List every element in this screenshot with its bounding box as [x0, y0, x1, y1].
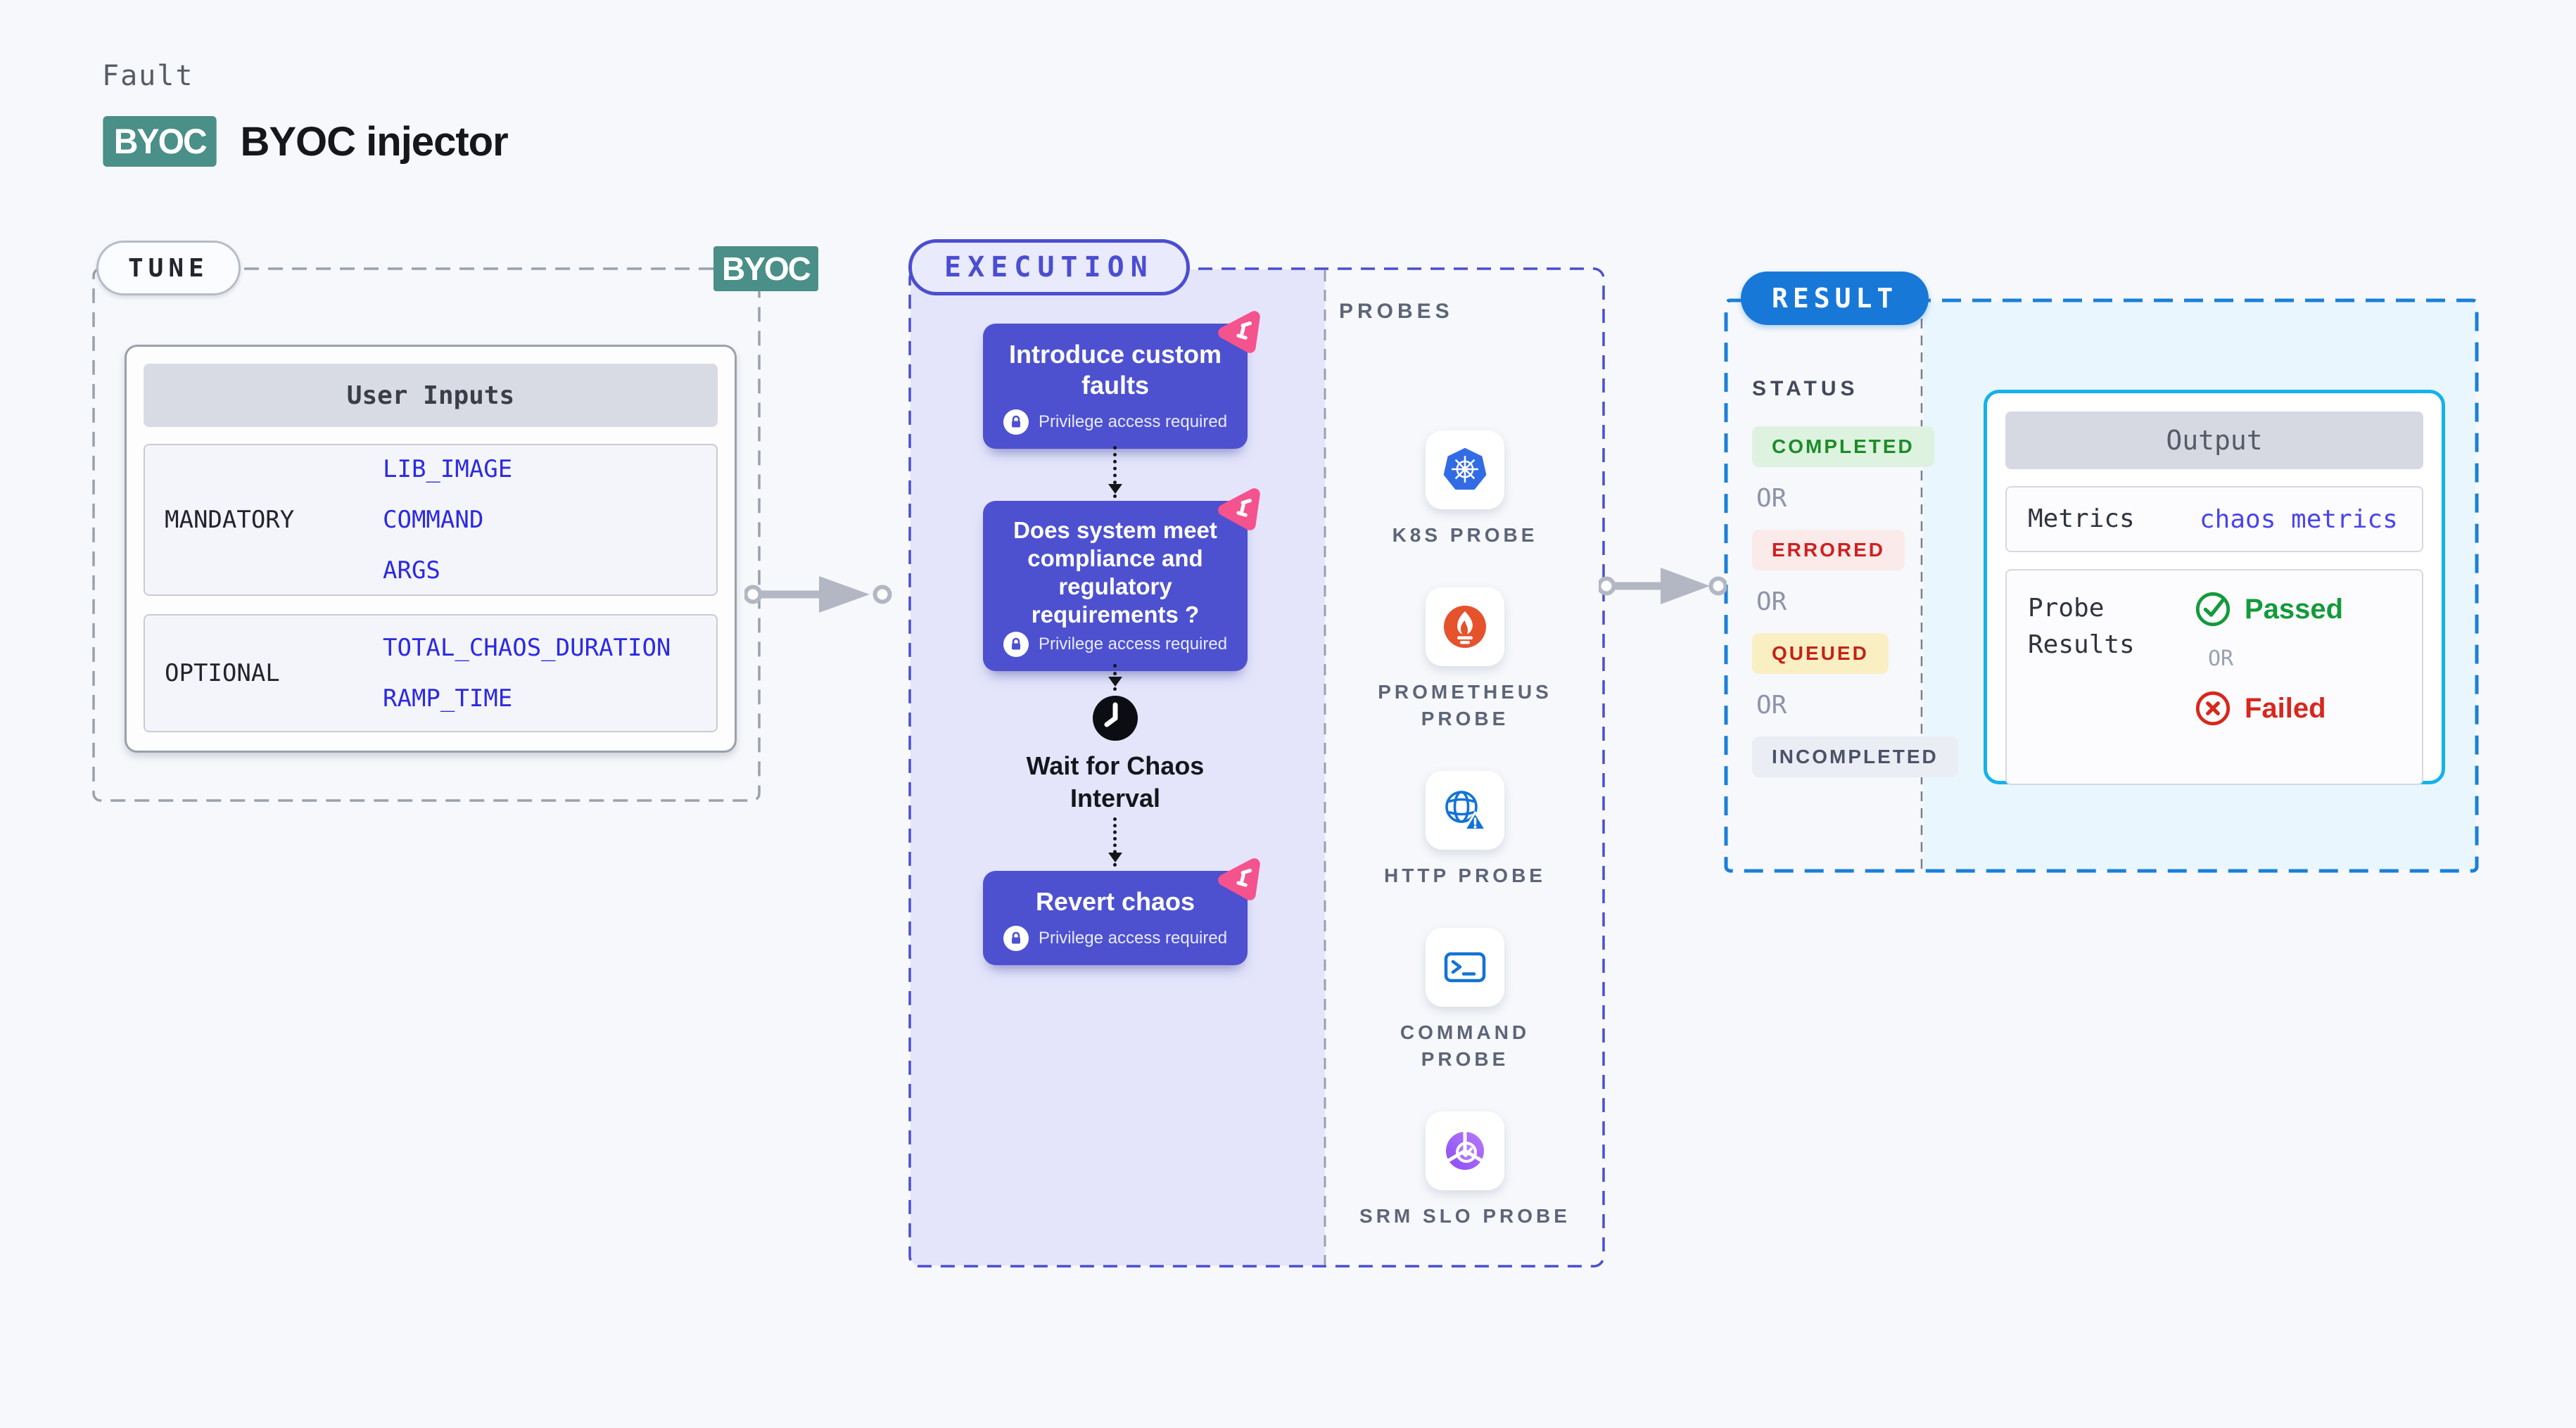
status-column: STATUS COMPLETED OR ERRORED OR QUEUED OR… [1752, 377, 1958, 794]
input-value: ARGS [383, 556, 440, 585]
privilege-row: Privilege access required [1001, 409, 1229, 435]
tune-byoc-badge: BYOC [713, 246, 818, 291]
flow-connector-arrow [1108, 664, 1122, 691]
tune-pill: TUNE [96, 241, 241, 295]
step-introduce-faults: Introduce custom faults Privilege access… [983, 311, 1260, 449]
metrics-row: Metrics chaos metrics [2005, 486, 2423, 552]
lock-icon [1003, 409, 1029, 435]
output-header: Output [2005, 412, 2423, 469]
privilege-note: Privilege access required [1038, 929, 1228, 948]
or-label: OR [2208, 646, 2234, 671]
input-value: LIB_IMAGE [383, 455, 513, 483]
step-revert-chaos: Revert chaos Privilege access required [983, 858, 1260, 965]
user-inputs-header: User Inputs [144, 364, 718, 427]
passed-row: Passed [2194, 590, 2343, 628]
probe-card [1425, 771, 1504, 850]
status-badge-incompleted: INCOMPLETED [1752, 737, 1958, 777]
probe-prometheus: PROMETHEUS PROBE [1359, 587, 1571, 732]
chaos-fault-icon [1218, 311, 1260, 353]
execution-to-result-arrow [1599, 568, 1727, 604]
probe-name: K8S PROBE [1392, 524, 1538, 546]
probe-http: HTTP PROBE [1384, 771, 1546, 889]
wait-step-label: Wait for Chaos Interval [1026, 751, 1205, 812]
chaos-fault-icon [1218, 488, 1260, 530]
user-inputs-card: User Inputs MANDATORY LIB_IMAGE COMMAND … [125, 345, 737, 753]
x-circle-icon [2195, 691, 2231, 726]
kubernetes-icon [1443, 447, 1487, 490]
input-value: TOTAL_CHAOS_DURATION [383, 634, 671, 662]
srm-slo-icon [1445, 1131, 1484, 1170]
flow-connector-arrow [1108, 817, 1122, 867]
mandatory-row: MANDATORY LIB_IMAGE COMMAND ARGS [144, 444, 718, 596]
privilege-note: Privilege access required [1038, 412, 1228, 431]
status-label: STATUS [1752, 377, 1859, 400]
execution-section: EXECUTION Introduce custom faults Privil… [908, 239, 1605, 1268]
lock-icon [1003, 926, 1029, 951]
input-value: COMMAND [383, 506, 484, 534]
tune-to-execution-arrow [744, 576, 892, 613]
failed-row: Failed [2194, 689, 2343, 727]
probe-card [1426, 587, 1504, 666]
chaos-fault-icon [1218, 858, 1260, 900]
execution-pill: EXECUTION [908, 239, 1190, 295]
page-title: BYOC injector [240, 118, 508, 165]
step-compliance-check: Does system meet compliance and regulato… [983, 488, 1260, 671]
probe-name: HTTP PROBE [1384, 865, 1546, 886]
clock-icon [1093, 696, 1138, 741]
wait-step [1091, 694, 1140, 746]
privilege-row: Privilege access required [1001, 632, 1229, 657]
or-label: OR [1756, 587, 1787, 616]
check-circle-icon [2195, 592, 2231, 627]
execution-dashed-border [908, 267, 1605, 1268]
status-badge-completed: COMPLETED [1752, 426, 1934, 467]
fault-kicker: Fault [102, 60, 194, 92]
prometheus-icon [1444, 606, 1486, 648]
probe-results-row: Probe Results Passed OR [2005, 569, 2423, 785]
privilege-row: Privilege access required [1001, 926, 1229, 951]
probe-card [1425, 431, 1504, 509]
mandatory-values: LIB_IMAGE COMMAND ARGS [383, 455, 512, 585]
metrics-value: chaos metrics [2200, 504, 2398, 534]
probe-k8s: K8S PROBE [1392, 431, 1538, 549]
status-badge-errored: ERRORED [1752, 530, 1905, 570]
probe-name: COMMAND PROBE [1400, 1021, 1530, 1070]
byoc-badge: BYOC [103, 116, 217, 167]
optional-values: TOTAL_CHAOS_DURATION RAMP_TIME [383, 628, 671, 718]
metrics-label: Metrics [2028, 504, 2135, 533]
passed-label: Passed [2245, 593, 2344, 625]
probe-results-label: Probe Results [2028, 594, 2135, 659]
privilege-note: Privilege access required [1038, 635, 1228, 654]
status-badge-queued: QUEUED [1752, 633, 1889, 674]
title-row: BYOC BYOC injector [101, 116, 509, 167]
probe-card [1426, 928, 1504, 1007]
or-label: OR [1756, 691, 1787, 720]
lock-icon [1003, 632, 1029, 657]
tune-dashed-border [92, 267, 761, 802]
probe-list: K8S PROBE PROMETHEUS PROBE [1325, 431, 1605, 1230]
terminal-icon [1444, 952, 1486, 983]
output-card: Output Metrics chaos metrics Probe Resul… [1984, 390, 2445, 785]
input-value: RAMP_TIME [383, 684, 513, 713]
probe-card [1425, 1111, 1504, 1190]
step-title: Revert chaos [1035, 887, 1195, 916]
flow-connector-arrow [1108, 446, 1122, 498]
optional-row: OPTIONAL TOTAL_CHAOS_DURATION RAMP_TIME [144, 614, 718, 732]
probe-srm-slo: SRM SLO PROBE [1359, 1111, 1571, 1230]
tune-section: TUNE BYOC User Inputs MANDATORY LIB_IMAG… [92, 241, 818, 802]
mandatory-label: MANDATORY [165, 506, 295, 534]
or-label: OR [1756, 484, 1787, 513]
step-title: Does system meet compliance and regulato… [1013, 517, 1217, 627]
result-pill: RESULT [1741, 272, 1929, 325]
result-section: RESULT STATUS COMPLETED OR ERRORED OR QU… [1724, 272, 2479, 873]
probe-results-values: Passed OR Failed [2188, 590, 2343, 784]
probe-name: SRM SLO PROBE [1359, 1205, 1571, 1227]
probe-name: PROMETHEUS PROBE [1378, 681, 1552, 729]
probe-command: COMMAND PROBE [1359, 928, 1571, 1073]
probes-label: PROBES [1339, 300, 1454, 323]
failed-label: Failed [2245, 692, 2326, 724]
http-globe-icon [1445, 791, 1487, 831]
optional-label: OPTIONAL [165, 659, 280, 687]
step-title: Introduce custom faults [1008, 340, 1222, 400]
